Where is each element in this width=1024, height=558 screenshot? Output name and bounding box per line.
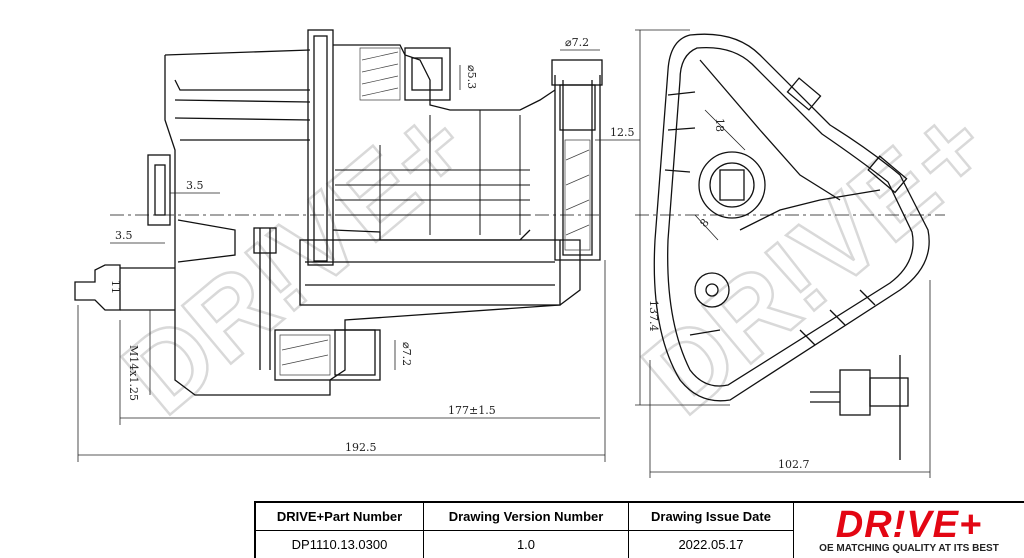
dim-d137-4: 137.4 — [647, 300, 660, 332]
brand-tagline: OE MATCHING QUALITY AT ITS BEST — [819, 542, 999, 554]
dim-d3-5-top: 3.5 — [186, 179, 204, 192]
part-number-label: DRIVE+Part Number — [256, 503, 423, 531]
dim-d5-3: ⌀5.3 — [465, 65, 478, 89]
left-dimension-lines — [77, 49, 640, 462]
dimension-labels: ⌀7.2 ⌀5.3 12.5 3.5 3.5 11 M14x1.25 ⌀7.2 … — [109, 36, 810, 471]
dim-d177: 177±1.5 — [448, 404, 496, 417]
dim-d192-5: 192.5 — [345, 441, 377, 454]
technical-drawing: DR!VE+ DR!VE+ — [74, 29, 1012, 478]
part-number-column: DRIVE+Part Number DP1110.13.0300 — [256, 503, 424, 558]
filter-housing-section — [74, 29, 603, 396]
housing-top-view — [635, 33, 945, 460]
dim-d18: 18 — [713, 118, 726, 132]
watermark-left: DR!VE+ — [101, 82, 491, 438]
dim-d8: 8 — [697, 216, 711, 230]
dim-d7-2-bottom: ⌀7.2 — [400, 342, 413, 366]
title-block: DRIVE+Part Number DP1110.13.0300 Drawing… — [254, 501, 1024, 558]
date-value: 2022.05.17 — [678, 536, 744, 552]
dim-d12-5: 12.5 — [610, 126, 635, 139]
date-column: Drawing Issue Date 2022.05.17 — [629, 503, 794, 558]
right-dimension-lines — [635, 29, 931, 478]
dim-d3-5-left: 3.5 — [115, 229, 133, 242]
watermark-right: DR!VE+ — [621, 82, 1011, 438]
dim-d102-7: 102.7 — [778, 458, 810, 471]
part-number-value: DP1110.13.0300 — [291, 536, 388, 552]
version-label: Drawing Version Number — [424, 503, 628, 531]
version-value: 1.0 — [516, 536, 536, 552]
dim-d7-2-top: ⌀7.2 — [565, 36, 589, 49]
version-column: Drawing Version Number 1.0 — [424, 503, 629, 558]
dim-m14: M14x1.25 — [127, 345, 140, 401]
date-label: Drawing Issue Date — [629, 503, 793, 531]
brand-logo: DR!VE+ OE MATCHING QUALITY AT ITS BEST — [794, 503, 1024, 558]
brand-logo-text: DR!VE+ — [835, 503, 983, 546]
dim-d11: 11 — [109, 280, 122, 294]
